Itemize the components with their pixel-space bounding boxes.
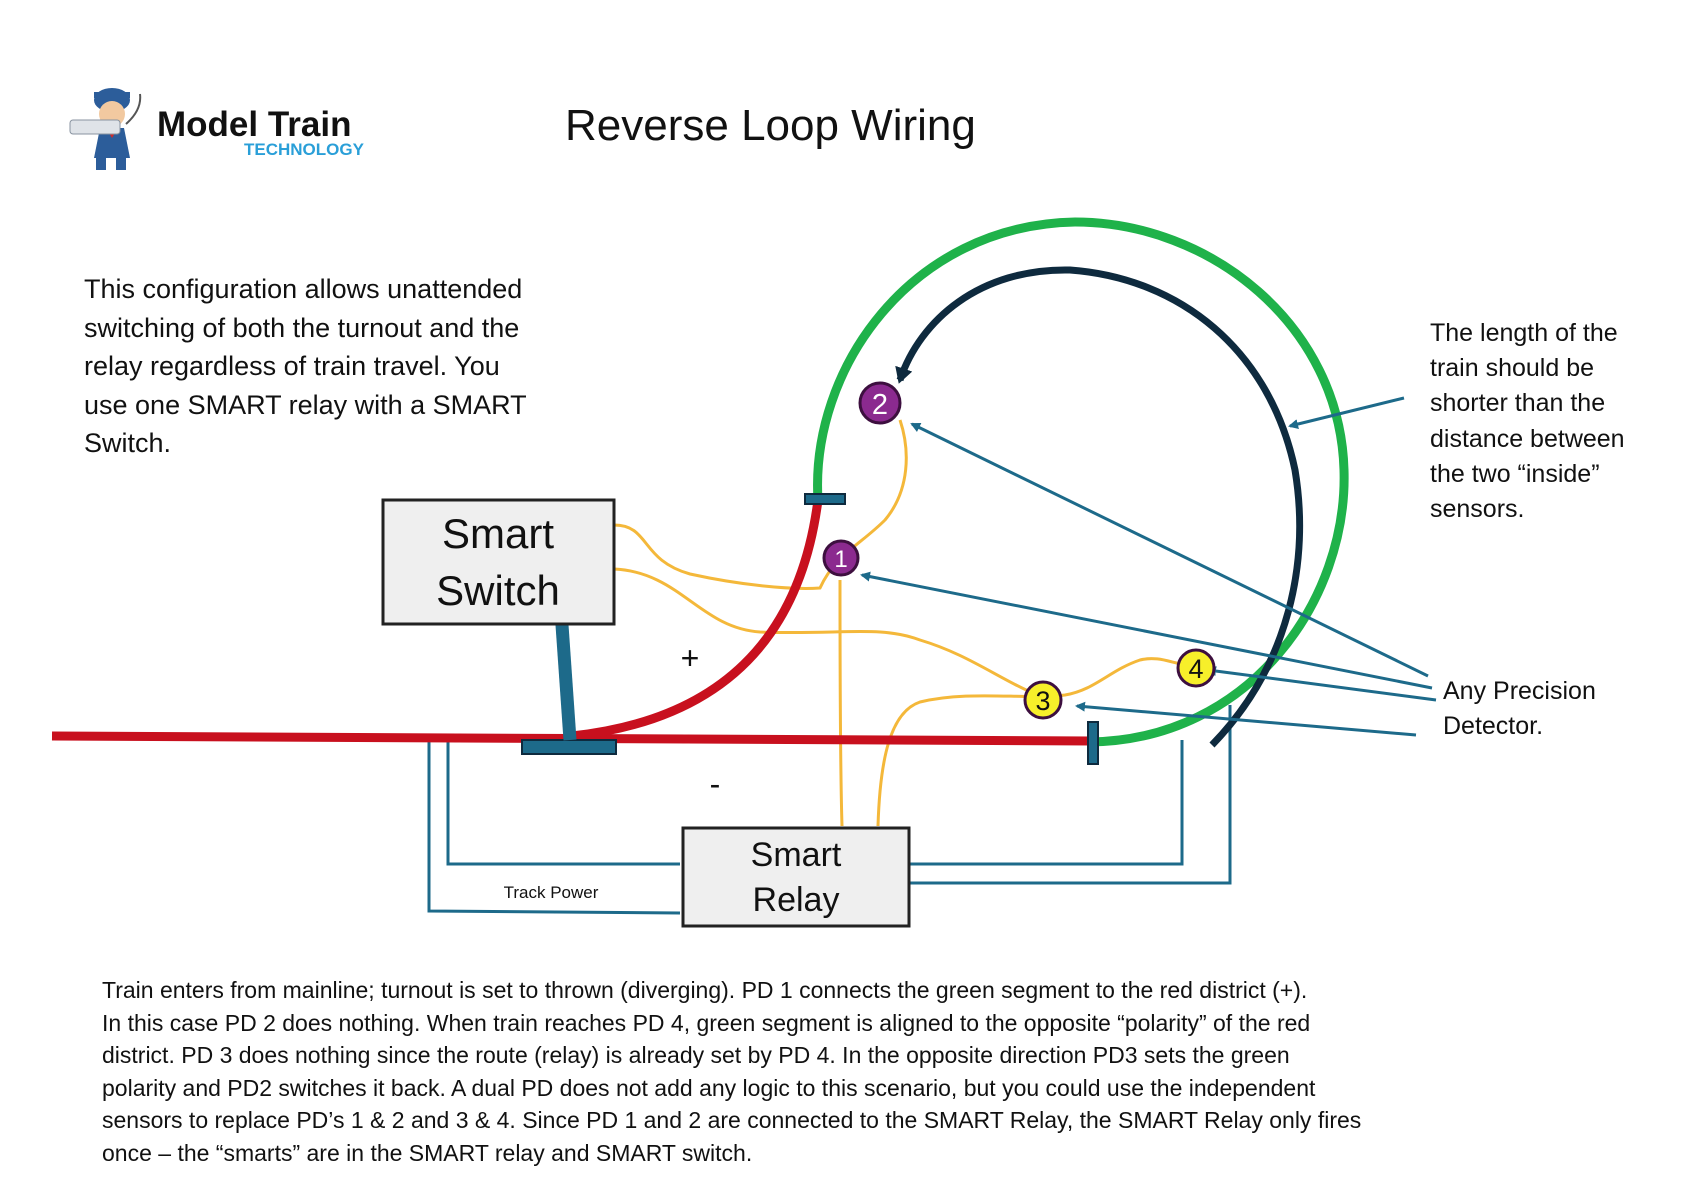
intro-text: This configuration allows unattended swi… xyxy=(84,274,527,458)
switch-machine-link xyxy=(555,624,577,741)
note-line: train should be xyxy=(1430,354,1594,382)
footer-line: polarity and PD2 switches it back. A dua… xyxy=(102,1075,1316,1101)
smart-relay-box: Smart Relay xyxy=(681,826,911,928)
track-power-label: Track Power xyxy=(504,883,599,902)
intro-line: use one SMART relay with a SMART xyxy=(84,390,527,420)
smart-switch-label: Smart xyxy=(442,510,554,557)
page-title: Reverse Loop Wiring xyxy=(565,101,976,150)
logo-subtitle: TECHNOLOGY xyxy=(244,140,365,159)
train-travel-arrow xyxy=(895,266,1304,748)
note-line: distance between xyxy=(1430,425,1625,453)
note-line: The length of the xyxy=(1430,319,1618,347)
intro-line: This configuration allows unattended xyxy=(84,274,522,304)
engineer-mascot-icon xyxy=(69,88,142,170)
detector-number: 4 xyxy=(1188,654,1203,684)
detector-number: 2 xyxy=(872,389,888,421)
smart-switch-label: Switch xyxy=(436,567,560,614)
detector-2: 2 xyxy=(858,381,902,425)
insulator-gap-bottom xyxy=(1087,721,1099,765)
detector-3: 3 xyxy=(1023,680,1063,720)
detector-1: 1 xyxy=(822,539,860,577)
detector-number: 3 xyxy=(1035,686,1050,716)
note-line: sensors. xyxy=(1430,495,1524,523)
detector-number: 1 xyxy=(834,546,847,573)
detector-label-line: Detector. xyxy=(1443,712,1543,740)
intro-line: switching of both the turnout and the xyxy=(84,313,519,343)
insulator-gap-top xyxy=(804,493,846,505)
green-loop-segment xyxy=(813,217,1349,747)
detector-4: 4 xyxy=(1176,648,1216,688)
note-line: the two “inside” xyxy=(1430,460,1600,488)
polarity-plus: + xyxy=(681,640,700,676)
footer-line: Train enters from mainline; turnout is s… xyxy=(102,977,1307,1003)
detector-label: Any Precision Detector. xyxy=(1443,677,1596,740)
train-length-note: The length of the train should be shorte… xyxy=(1430,319,1625,523)
footer-line: district. PD 3 does nothing since the ro… xyxy=(102,1042,1290,1068)
polarity-minus: - xyxy=(710,766,721,802)
turnout-throwbar xyxy=(521,739,617,755)
track-power-wires xyxy=(427,705,1232,915)
footer-line: once – the “smarts” are in the SMART rel… xyxy=(102,1140,752,1166)
footer-line: In this case PD 2 does nothing. When tra… xyxy=(102,1010,1310,1036)
pointer-arrows xyxy=(860,396,1437,737)
smart-relay-label: Smart xyxy=(751,836,842,874)
smart-switch-box: Smart Switch xyxy=(381,498,616,626)
intro-line: Switch. xyxy=(84,428,171,458)
footer-text: Train enters from mainline; turnout is s… xyxy=(102,977,1361,1166)
detector-label-line: Any Precision xyxy=(1443,677,1596,705)
note-line: shorter than the xyxy=(1430,389,1605,417)
red-diverging-track xyxy=(571,499,823,741)
logo: Model Train TECHNOLOGY xyxy=(69,88,365,170)
footer-line: sensors to replace PD’s 1 & 2 and 3 & 4.… xyxy=(102,1107,1361,1133)
intro-line: relay regardless of train travel. You xyxy=(84,351,500,381)
smart-relay-label: Relay xyxy=(753,881,840,919)
logo-wordmark: Model Train xyxy=(157,105,351,144)
